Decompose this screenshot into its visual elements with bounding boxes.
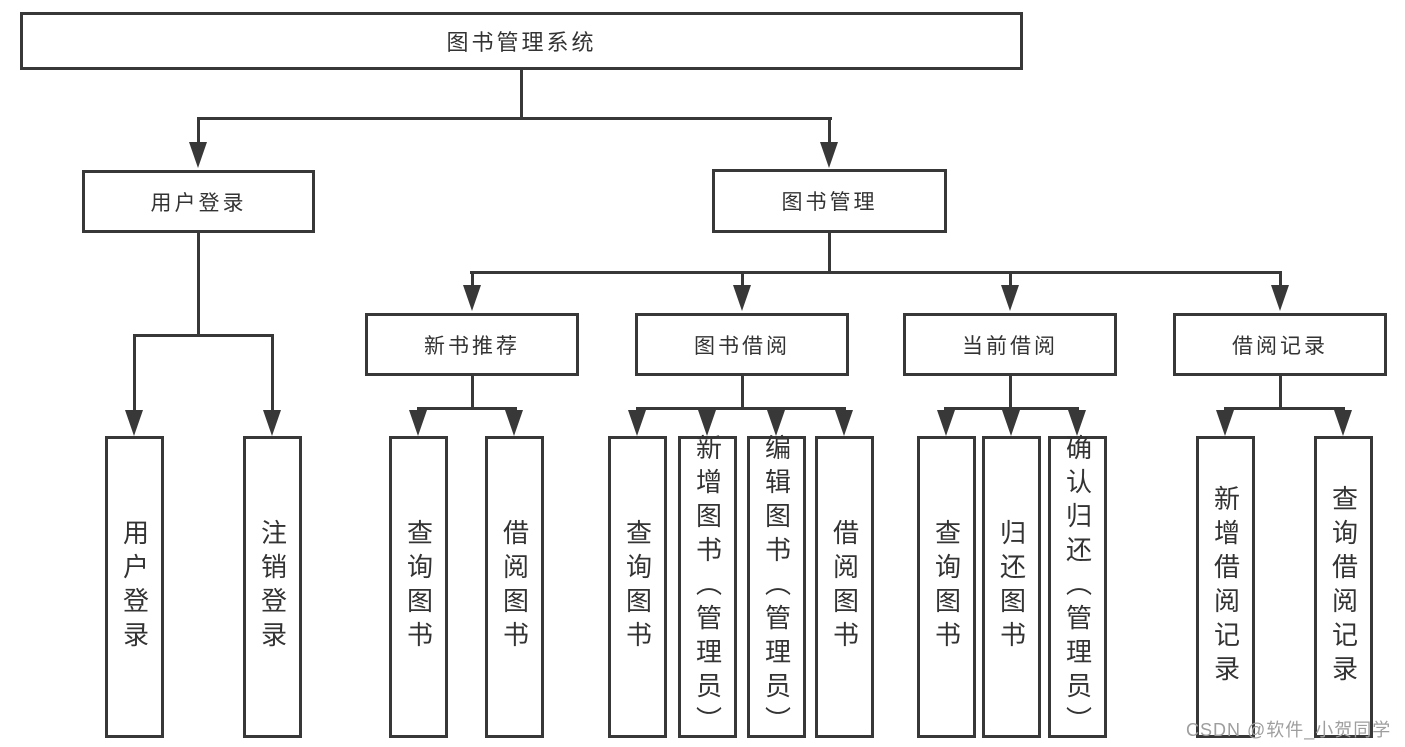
connector-arrow bbox=[1068, 410, 1086, 436]
leaf-label: 查询借阅记录 bbox=[1328, 485, 1359, 689]
connector-arrow bbox=[505, 410, 523, 436]
connector-line bbox=[197, 117, 832, 120]
connector-line bbox=[1224, 407, 1345, 410]
node-new-book-recommendation: 新书推荐 bbox=[365, 313, 579, 376]
leaf-logout: 注销登录 bbox=[243, 436, 302, 738]
leaf-borrow-books-recommend: 借阅图书 bbox=[485, 436, 544, 738]
connector-line bbox=[471, 376, 474, 410]
node-label: 新书推荐 bbox=[424, 334, 520, 358]
node-label: 借阅记录 bbox=[1232, 334, 1328, 358]
connector-arrow bbox=[698, 410, 716, 436]
connector-line bbox=[417, 407, 517, 410]
node-current-borrowing: 当前借阅 bbox=[903, 313, 1117, 376]
connector-arrow bbox=[767, 410, 785, 436]
leaf-return-books: 归还图书 bbox=[982, 436, 1041, 738]
connector-line bbox=[741, 271, 744, 287]
node-label: 当前借阅 bbox=[962, 334, 1058, 358]
leaf-confirm-return-admin: 确认归还（管理员） bbox=[1048, 434, 1107, 740]
leaf-label: 用户登录 bbox=[119, 519, 150, 655]
connector-line bbox=[471, 271, 474, 287]
connector-arrow bbox=[1002, 410, 1020, 436]
leaf-user-login: 用户登录 bbox=[105, 436, 164, 738]
leaf-label: 确认归还（管理员） bbox=[1062, 434, 1093, 740]
connector-arrow bbox=[1334, 410, 1352, 436]
connector-line bbox=[828, 233, 831, 274]
leaf-borrow-books: 借阅图书 bbox=[815, 436, 874, 738]
leaf-query-books-current: 查询图书 bbox=[917, 436, 976, 738]
leaf-label: 新增图书（管理员） bbox=[692, 434, 723, 740]
connector-line bbox=[741, 376, 744, 410]
connector-arrow bbox=[263, 410, 281, 436]
connector-arrow bbox=[1271, 285, 1289, 311]
leaf-query-books-borrow: 查询图书 bbox=[608, 436, 667, 738]
leaf-label: 编辑图书（管理员） bbox=[761, 434, 792, 740]
leaf-add-borrow-record: 新增借阅记录 bbox=[1196, 436, 1255, 738]
connector-arrow bbox=[125, 410, 143, 436]
node-book-management: 图书管理 bbox=[712, 169, 947, 233]
node-library-management-system: 图书管理系统 bbox=[20, 12, 1023, 70]
leaf-label: 归还图书 bbox=[996, 519, 1027, 655]
leaf-label: 查询图书 bbox=[403, 519, 434, 655]
node-borrowing-records: 借阅记录 bbox=[1173, 313, 1387, 376]
connector-line bbox=[197, 117, 200, 144]
connector-arrow bbox=[1216, 410, 1234, 436]
node-label: 图书管理系统 bbox=[446, 30, 597, 55]
connector-line bbox=[944, 407, 1079, 410]
leaf-query-borrow-record: 查询借阅记录 bbox=[1314, 436, 1373, 738]
connector-arrow bbox=[1001, 285, 1019, 311]
leaf-label: 新增借阅记录 bbox=[1210, 485, 1241, 689]
leaf-query-books-recommend: 查询图书 bbox=[389, 436, 448, 738]
connector-line bbox=[828, 117, 831, 144]
leaf-add-books-admin: 新增图书（管理员） bbox=[678, 434, 737, 740]
leaf-label: 借阅图书 bbox=[499, 519, 530, 655]
connector-line bbox=[271, 334, 274, 411]
connector-line bbox=[636, 407, 846, 410]
connector-arrow bbox=[409, 410, 427, 436]
node-user-login: 用户登录 bbox=[82, 170, 315, 233]
node-label: 用户登录 bbox=[150, 191, 247, 215]
node-label: 图书管理 bbox=[781, 191, 878, 214]
connector-line bbox=[1279, 271, 1282, 287]
connector-line bbox=[133, 334, 136, 411]
connector-line bbox=[197, 233, 200, 337]
node-book-borrowing: 图书借阅 bbox=[635, 313, 849, 376]
connector-arrow bbox=[835, 410, 853, 436]
leaf-edit-books-admin: 编辑图书（管理员） bbox=[747, 434, 806, 740]
connector-arrow bbox=[937, 410, 955, 436]
connector-arrow bbox=[733, 285, 751, 311]
connector-arrow bbox=[189, 142, 207, 168]
connector-line bbox=[1279, 376, 1282, 410]
leaf-label: 注销登录 bbox=[257, 519, 288, 655]
leaf-label: 借阅图书 bbox=[829, 519, 860, 655]
node-label: 图书借阅 bbox=[694, 334, 790, 358]
connector-line bbox=[1009, 271, 1012, 287]
connector-line bbox=[1009, 376, 1012, 410]
connector-arrow bbox=[463, 285, 481, 311]
connector-line bbox=[470, 271, 1282, 274]
connector-arrow bbox=[820, 142, 838, 168]
connector-arrow bbox=[628, 410, 646, 436]
leaf-label: 查询图书 bbox=[931, 519, 962, 655]
connector-line bbox=[520, 70, 523, 119]
connector-line bbox=[133, 334, 274, 337]
leaf-label: 查询图书 bbox=[622, 519, 653, 655]
watermark: CSDN @软件_小贺同学 bbox=[1186, 720, 1392, 740]
